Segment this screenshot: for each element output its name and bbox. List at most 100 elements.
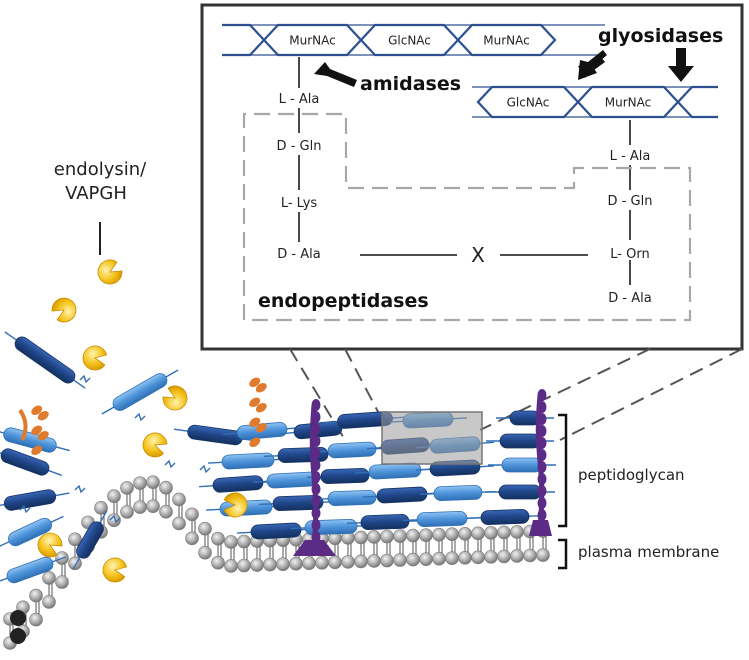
peptidoglycan-strand xyxy=(250,522,302,540)
teichoic-bead xyxy=(311,507,321,519)
lipid-head xyxy=(250,558,264,572)
peptidoglycan-strand xyxy=(112,373,168,411)
lipid-head xyxy=(107,489,121,504)
lipid-head xyxy=(471,550,485,565)
lipid-head xyxy=(198,521,212,536)
teichoic-bead xyxy=(537,413,547,425)
lipid-head xyxy=(42,571,56,585)
peptidoglycan-strand xyxy=(327,490,377,506)
amidases-label: amidases xyxy=(360,73,461,95)
peptidoglycan-strand xyxy=(509,410,541,426)
lipid-head xyxy=(107,513,121,528)
lipoteichoic-fragment xyxy=(249,397,261,408)
lipoteichoic-anchor xyxy=(529,520,552,536)
lipoteichoic-fragment xyxy=(37,430,49,441)
lipid-head xyxy=(497,525,511,540)
peptidoglycan-strand xyxy=(416,510,468,528)
lipid-head xyxy=(159,504,173,519)
peptidoglycan-strand xyxy=(272,494,324,512)
cleaved-peptide xyxy=(134,412,146,422)
lipid-head xyxy=(94,501,108,515)
lipid-head xyxy=(380,529,394,544)
lipid-head xyxy=(484,526,498,540)
lipid-head xyxy=(68,532,82,547)
peptidoglycan-label: peptidoglycan xyxy=(578,466,685,484)
endolysin-label: endolysin/ xyxy=(54,159,147,180)
teichoic-bead xyxy=(311,399,321,411)
teichoic-bead xyxy=(537,461,547,473)
lipid-head xyxy=(445,527,459,542)
lipid-head xyxy=(367,554,381,568)
peptidoglycan-strand xyxy=(499,433,541,449)
plasma-membrane-label: plasma membrane xyxy=(578,543,719,561)
lipid-head xyxy=(471,526,485,541)
lipid-head xyxy=(302,556,316,571)
lipoteichoic-fragment xyxy=(249,377,261,388)
top-sugar-label-3: MurNAc xyxy=(483,34,529,48)
peptidoglycan-strand xyxy=(498,484,542,500)
lipid-head xyxy=(419,552,433,566)
teichoic-bead xyxy=(311,471,321,483)
left-peptide-4: D - Ala xyxy=(277,247,320,262)
lipid-head xyxy=(10,610,26,626)
lipid-head xyxy=(393,529,407,543)
lipid-head xyxy=(224,559,238,573)
crosslink-x: X xyxy=(471,243,485,267)
bottom-sugar-label-1: MurNAc xyxy=(605,96,651,110)
lipid-head xyxy=(393,553,407,567)
peptidoglycan-strand xyxy=(501,457,543,473)
lipoteichoic-fragment xyxy=(31,445,43,456)
teichoic-bead xyxy=(537,449,547,461)
teichoic-bead xyxy=(311,459,321,471)
lipoteichoic-fragment xyxy=(31,405,43,416)
cleaved-peptide xyxy=(109,514,121,524)
peptidoglycan-strand xyxy=(8,517,52,547)
peptidoglycan-strand xyxy=(221,452,275,470)
lipid-head xyxy=(224,535,238,549)
lipid-head xyxy=(484,550,498,564)
top-sugar-label-0: Ac xyxy=(208,34,223,48)
lipoteichoic-fragment xyxy=(255,382,267,393)
teichoic-bead xyxy=(537,485,547,497)
lipoteichoic-anchor xyxy=(293,540,336,556)
lipid-head xyxy=(380,553,394,568)
cleaved-peptide xyxy=(79,374,91,384)
endolysin-enzyme xyxy=(142,432,168,458)
right-peptide-4: D - Ala xyxy=(608,291,651,306)
peptidoglycan-strand xyxy=(0,448,50,476)
lipid-head xyxy=(10,628,26,644)
lipoteichoic-fragment xyxy=(249,417,261,428)
top-sugar-label-1: MurNAc xyxy=(289,34,335,48)
glyosidase-arrow-left-head xyxy=(578,50,607,80)
lipid-head xyxy=(432,551,446,566)
lipoteichoic-fragment xyxy=(255,422,267,433)
lipid-head xyxy=(263,557,277,572)
lipid-head xyxy=(120,505,134,519)
lipid-head xyxy=(406,528,420,543)
teichoic-bead xyxy=(311,483,321,495)
teichoic-bead xyxy=(311,519,321,531)
endolysin-enzyme xyxy=(97,259,123,285)
lipid-head xyxy=(458,526,472,541)
peptidoglycan-strand xyxy=(320,468,370,484)
lipid-head xyxy=(276,557,290,571)
lipoteichoic-fragment xyxy=(18,408,28,441)
lipid-head xyxy=(497,549,511,564)
inset-frame xyxy=(200,3,744,351)
lipid-head xyxy=(523,548,537,563)
cleaved-peptide xyxy=(199,464,211,474)
peptidoglycan-strand xyxy=(360,514,410,530)
lipid-head xyxy=(419,528,433,542)
peptidoglycan-strand xyxy=(3,489,57,511)
wall-teichoic-acids xyxy=(18,377,552,556)
lipid-head xyxy=(198,545,212,560)
left-peptide-3: L- Lys xyxy=(281,196,318,211)
teichoic-bead xyxy=(537,389,547,401)
peptide-stems xyxy=(298,57,631,285)
teichoic-bead xyxy=(311,411,321,423)
enzyme-arrows xyxy=(314,48,694,87)
bottom-sugar-label-0: GlcNAc xyxy=(507,96,550,110)
lipid-head xyxy=(133,476,147,490)
